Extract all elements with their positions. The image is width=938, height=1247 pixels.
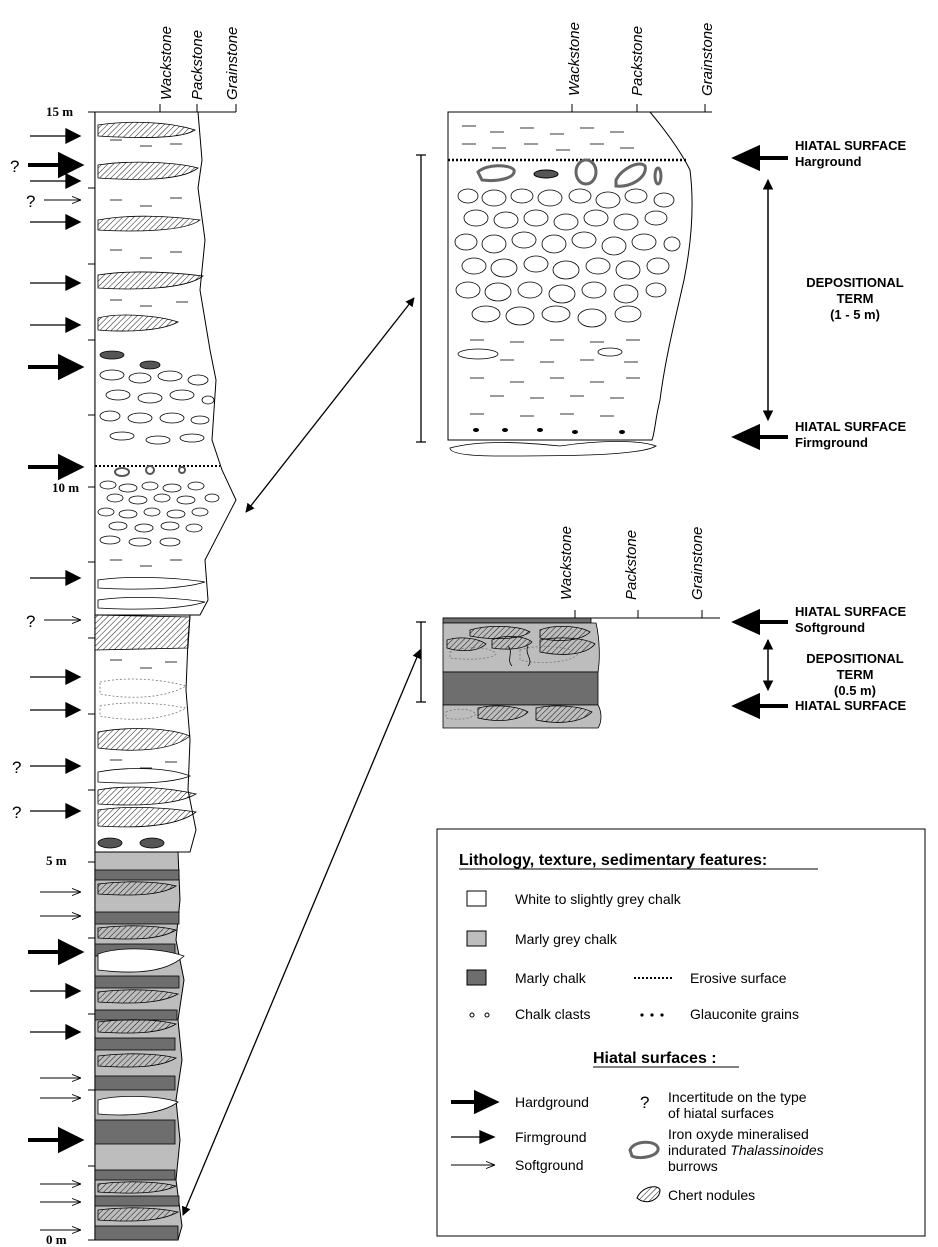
question-mark: ? <box>26 612 35 631</box>
legend-burrows-line3: burrows <box>668 1158 718 1174</box>
depth-ticks <box>88 111 95 1241</box>
upper-top-hiatal-type: Harground <box>795 154 862 169</box>
legend-incertitude-line2: of hiatal surfaces <box>668 1105 774 1121</box>
connector-arrow-upper <box>245 297 415 513</box>
legend-marly-chalk: Marly chalk <box>515 970 587 986</box>
legend-burrows-line2: indurated Thalassinoides <box>668 1142 824 1158</box>
upper-detail-bracket <box>416 154 426 443</box>
legend-white-chalk: White to slightly grey chalk <box>515 891 682 907</box>
glauconite-symbol <box>640 1013 664 1017</box>
legend-incertitude-line1: Incertitude on the type <box>668 1089 807 1105</box>
upper-top-hiatal-title: HIATAL SURFACE <box>795 138 907 153</box>
upper-axis-wackstone: Wackstone <box>566 22 583 96</box>
chert-nodule-symbol <box>636 1186 661 1203</box>
scale-label-15m: 15 m <box>46 104 73 119</box>
scale-label-0m: 0 m <box>46 1232 67 1247</box>
main-stratigraphic-column <box>88 111 237 1241</box>
question-mark: ? <box>26 192 35 211</box>
upper-term-line1: DEPOSITIONAL <box>806 275 904 290</box>
lower-base-hiatal-title: HIATAL SURFACE <box>795 698 907 713</box>
marly-chalk-swatch <box>466 969 487 986</box>
legend-box: Lithology, texture, sedimentary features… <box>436 828 926 1237</box>
question-mark: ? <box>10 157 19 176</box>
upper-term-thickness: (1 - 5 m) <box>830 307 880 322</box>
upper-axis-grainstone: Grainstone <box>699 23 716 96</box>
burrow-symbol <box>628 1140 660 1160</box>
marly-grey-chalk-swatch <box>466 930 487 947</box>
chalk-clasts-symbol <box>469 1012 490 1018</box>
lower-axis-wackstone: Wackstone <box>558 526 575 600</box>
white-chalk-swatch <box>466 890 487 907</box>
lower-annotations: HIATAL SURFACE Softground DEPOSITIONAL T… <box>731 604 907 720</box>
legend-hiatal-title: Hiatal surfaces : <box>593 1050 717 1067</box>
upper-term-line2: TERM <box>837 291 874 306</box>
question-mark: ? <box>12 803 21 822</box>
main-axis-grainstone: Grainstone <box>224 27 241 100</box>
upper-base-hiatal-type: Firmground <box>795 435 868 450</box>
main-column-hiatus-arrows: ? ? ? ? ? <box>10 127 85 1230</box>
legend-chalk-clasts: Chalk clasts <box>515 1006 590 1022</box>
legend-title: Lithology, texture, sedimentary features… <box>459 852 767 869</box>
upper-base-hiatal-title: HIATAL SURFACE <box>795 419 907 434</box>
firmground-symbol <box>451 1130 496 1144</box>
upper-detail-sequence: Wackstone Packstone Grainstone <box>416 22 716 457</box>
upper-annotations: HIATAL SURFACE Harground DEPOSITIONAL TE… <box>731 138 907 451</box>
legend-burrows-line1: Iron oxyde mineralised <box>668 1126 809 1142</box>
lower-detail-bracket <box>416 621 426 703</box>
legend-erosive-surface: Erosive surface <box>690 970 787 986</box>
legend-softground: Softground <box>515 1157 584 1173</box>
upper-axis-packstone: Packstone <box>629 26 646 96</box>
legend-firmground: Firmground <box>515 1129 587 1145</box>
scale-label-10m: 10 m <box>52 480 79 495</box>
lower-term-thickness: (0.5 m) <box>834 683 876 698</box>
lower-term-line1: DEPOSITIONAL <box>806 651 904 666</box>
main-texture-axis: Wackstone Packstone Grainstone <box>95 26 241 113</box>
legend-glauconite: Glauconite grains <box>690 1006 799 1022</box>
upper-chalk-clasts <box>99 369 215 445</box>
legend-marly-grey-chalk: Marly grey chalk <box>515 931 618 947</box>
main-axis-wackstone: Wackstone <box>158 26 175 100</box>
marly-chalk-bands <box>94 869 180 1241</box>
main-dashes <box>110 139 188 567</box>
legend-question-mark: ? <box>640 1093 649 1112</box>
lower-detail-sequence: Wackstone Packstone Grainstone <box>416 526 720 729</box>
lower-term-line2: TERM <box>837 667 874 682</box>
lower-top-hiatal-title: HIATAL SURFACE <box>795 604 907 619</box>
legend-hardground: Hardground <box>515 1094 589 1110</box>
scale-label-5m: 5 m <box>46 853 67 868</box>
main-clasts-10m <box>97 480 220 547</box>
question-mark: ? <box>12 758 21 777</box>
lower-axis-grainstone: Grainstone <box>689 527 706 600</box>
legend-chert: Chert nodules <box>668 1187 755 1203</box>
lower-axis-packstone: Packstone <box>623 530 640 600</box>
connector-arrow-lower <box>181 649 422 1216</box>
lower-top-hiatal-type: Softground <box>795 620 865 635</box>
upper-detail-clasts <box>449 188 681 457</box>
main-axis-packstone: Packstone <box>189 30 206 100</box>
hardground-symbol <box>451 1089 500 1115</box>
burrows-main <box>114 465 186 477</box>
